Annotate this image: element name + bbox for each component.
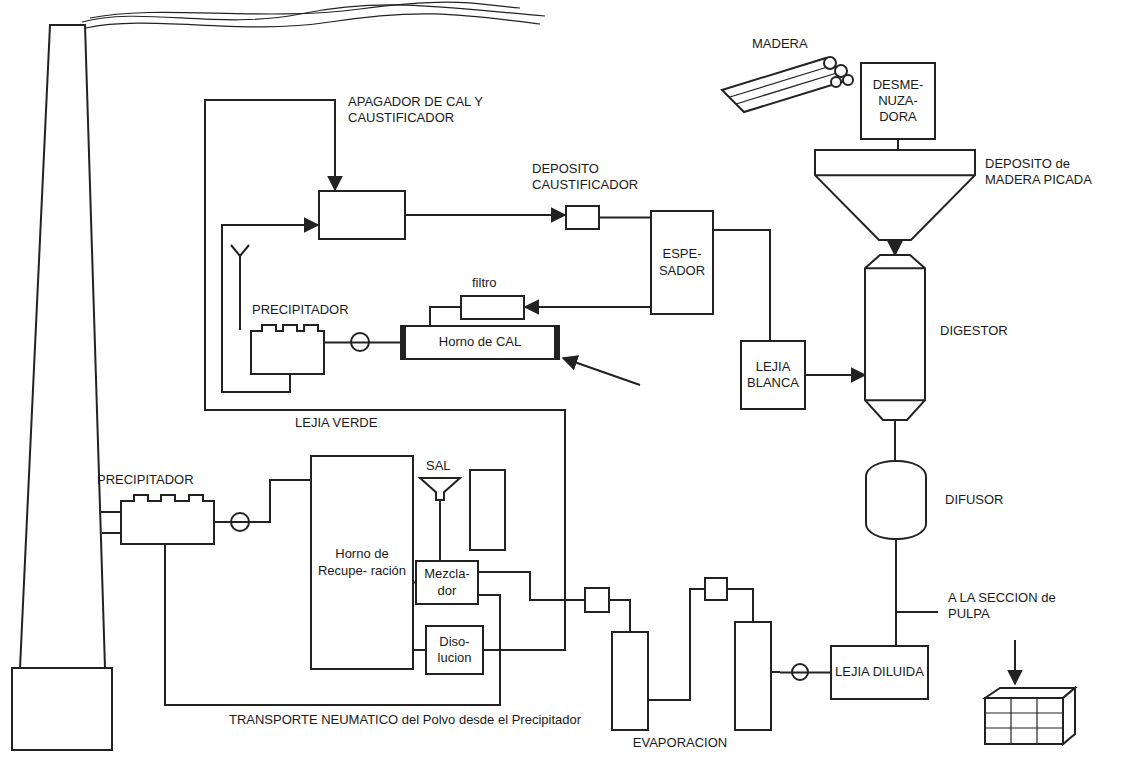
node-label: PRECIPITADOR [97, 472, 217, 488]
hopper-symbol [188, 494, 204, 502]
digester-vessel: DIGESTOR [865, 255, 925, 420]
node-label: DESME- NUZA- DORA [865, 77, 931, 126]
evaporator-tank [705, 578, 727, 600]
log-end [831, 77, 841, 87]
node-label: ESPE- SADOR [655, 246, 709, 279]
shredder-box: DESME- NUZA- DORA [860, 62, 936, 140]
pulp-branch-line [896, 611, 938, 613]
node-label: LEJIA BLANCA [745, 359, 801, 392]
hopper-symbol [261, 324, 277, 332]
output-label: A LA SECCION de PULPA [948, 590, 1073, 623]
liquor-tank: LEJIA DILUIDA [830, 645, 929, 700]
flow-line [806, 374, 865, 376]
flow-line [414, 649, 425, 651]
flow-line [714, 230, 770, 340]
thickener-box: ESPE- SADOR [650, 210, 714, 315]
evaporator-group: EVAPORACION [580, 575, 780, 755]
filter-box: filtro [460, 295, 525, 320]
dissolver-box: Diso- lucion [425, 625, 484, 675]
chimney [20, 25, 105, 668]
pulp-bale [1063, 688, 1075, 744]
evaporator-column [612, 632, 648, 730]
lime-mud-line [563, 358, 640, 385]
log-end [824, 57, 836, 69]
pulp-arrow [1014, 640, 1016, 684]
digester-vessel-outline [865, 255, 925, 420]
node-label: DEPOSITO de MADERA PICADA [985, 156, 1110, 189]
precipitator-box: PRECIPITADOR [250, 330, 325, 375]
salt-hopper: SAL [420, 478, 460, 500]
lime-kiln: Horno de CAL [400, 325, 560, 360]
node-label: PRECIPITADOR [252, 302, 372, 318]
pulp-bale [985, 688, 1075, 698]
flow-line [525, 306, 650, 308]
mixer-box: Mezcla- dor [415, 560, 479, 605]
node-label: DEPOSITO CAUSTIFICADOR [532, 161, 682, 194]
node-label: Diso- lucion [430, 634, 479, 667]
flow-label: LEJIA VERDE [292, 415, 380, 431]
pulp-bale [985, 698, 1063, 744]
flow-line [325, 342, 400, 344]
node-label: EVAPORACION [580, 735, 780, 751]
hopper-symbol [133, 494, 149, 502]
wood-pile [722, 58, 848, 112]
smoke [90, 2, 520, 18]
tank [470, 470, 505, 550]
chimney-base [12, 668, 112, 750]
salt-hopper-outline [420, 478, 460, 500]
node-label: Horno de Recupe- ración [315, 546, 409, 579]
node-label: DIGESTOR [940, 323, 1035, 339]
flue-duct [100, 512, 120, 533]
salt-hopper-outline [420, 478, 460, 500]
node-label: SAL [426, 458, 466, 474]
node-label: LEJIA DILUIDA [835, 664, 924, 680]
diffuser-vessel: DIFUSOR [865, 460, 927, 540]
digester-vessel-outline [865, 255, 925, 420]
hopper-symbol [303, 324, 319, 332]
evaporator-column [735, 622, 771, 730]
smoke [86, 14, 540, 28]
node-label: Mezcla- dor [420, 566, 474, 599]
node-label: DIFUSOR [945, 492, 1035, 508]
wood-pile [730, 65, 840, 104]
hopper-symbol [160, 494, 176, 502]
node-label: APAGADOR DE CAL Y CAUSTIFICADOR [348, 94, 483, 127]
vent-stack [231, 245, 249, 330]
evaporator-piping [580, 589, 780, 700]
flow-line [894, 240, 896, 255]
chip-bin: DEPOSITO de MADERA PICADA [815, 150, 975, 240]
flow-line [205, 100, 565, 650]
log-end [843, 75, 853, 85]
input-label: MADERA [752, 36, 842, 52]
flow-line [780, 672, 830, 674]
pulp-bale [985, 698, 1063, 744]
flow-line [430, 307, 460, 325]
chip-bin-outline [815, 150, 975, 240]
hopper-symbol [282, 324, 298, 332]
slaker-box: APAGADOR DE CAL Y CAUSTIFICADOR [318, 190, 406, 240]
chip-bin-outline [815, 150, 975, 240]
flow-line [895, 540, 897, 645]
flow-line [897, 140, 899, 150]
evaporator-tank [585, 588, 609, 612]
precipitator-box: PRECIPITADOR [120, 500, 215, 545]
flow-line [215, 480, 310, 522]
flow-line [439, 500, 441, 560]
note-label: TRANSPORTE NEUMATICO del Polvo desde el … [160, 712, 650, 728]
flow-line [406, 214, 565, 216]
flow-line [600, 217, 650, 219]
flow-line [894, 420, 896, 460]
node-label: filtro [472, 275, 532, 291]
tank-box: DEPOSITO CAUSTIFICADOR [565, 205, 600, 230]
liquor-tank: LEJIA BLANCA [740, 340, 806, 410]
recovery-furnace: Horno de Recupe- ración [310, 455, 414, 670]
node-label: Horno de CAL [439, 334, 521, 350]
